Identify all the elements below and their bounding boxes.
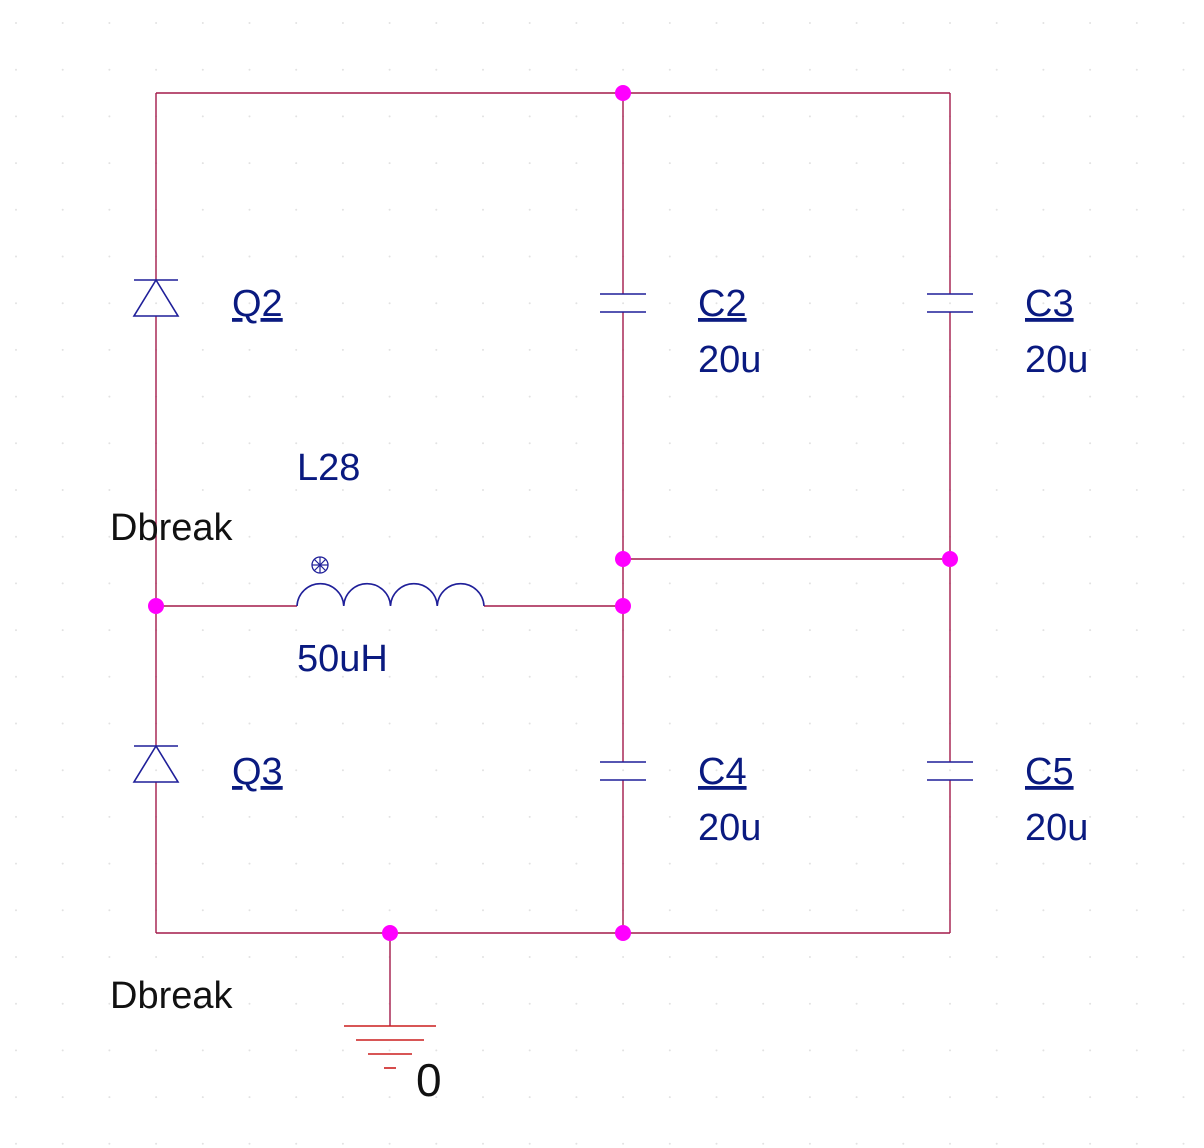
- junction-bottom-ground[interactable]: [382, 925, 398, 941]
- junction-left-mid[interactable]: [148, 598, 164, 614]
- c2-ref-label[interactable]: C2: [698, 283, 747, 325]
- background-grid: [15, 22, 1185, 1145]
- q2-model-label[interactable]: Dbreak: [110, 507, 233, 549]
- capacitor-c5[interactable]: [927, 700, 973, 830]
- capacitor-c4[interactable]: [600, 700, 646, 830]
- junction-bottom-center[interactable]: [615, 925, 631, 941]
- q2-ref-label[interactable]: Q2: [232, 283, 283, 325]
- ground-net-label[interactable]: 0: [416, 1054, 442, 1106]
- wires: [155, 92, 951, 1026]
- junction-top[interactable]: [615, 85, 631, 101]
- q3-model-label[interactable]: Dbreak: [110, 975, 233, 1017]
- inductor-coil: [296, 582, 485, 607]
- inductor-dot-icon: [311, 556, 329, 574]
- capacitor-c3[interactable]: [927, 232, 973, 362]
- junction-center-link[interactable]: [615, 551, 631, 567]
- diode-q2-symbol: [132, 278, 180, 317]
- q3-ref-label[interactable]: Q3: [232, 751, 283, 793]
- junction-center-inductor[interactable]: [615, 598, 631, 614]
- junctions: [148, 85, 958, 941]
- diode-q2[interactable]: [132, 232, 180, 362]
- diode-q3-symbol: [132, 744, 180, 783]
- ground-icon[interactable]: [344, 1025, 436, 1069]
- l28-ref-label[interactable]: L28: [297, 447, 360, 489]
- c5-ref-label[interactable]: C5: [1025, 751, 1074, 793]
- l28-value-label[interactable]: 50uH: [297, 638, 388, 680]
- inductor-l28[interactable]: [296, 556, 485, 607]
- c4-ref-label[interactable]: C4: [698, 751, 747, 793]
- c5-value-label[interactable]: 20u: [1025, 807, 1088, 849]
- capacitor-c2[interactable]: [600, 232, 646, 362]
- c3-value-label[interactable]: 20u: [1025, 339, 1088, 381]
- diode-q3[interactable]: [132, 700, 180, 830]
- junction-right-link[interactable]: [942, 551, 958, 567]
- c4-value-label[interactable]: 20u: [698, 807, 761, 849]
- labels: Q2 Dbreak Q3 Dbreak L28 50uH C2 20u C3 2…: [110, 283, 1088, 1106]
- c3-ref-label[interactable]: C3: [1025, 283, 1074, 325]
- c2-value-label[interactable]: 20u: [698, 339, 761, 381]
